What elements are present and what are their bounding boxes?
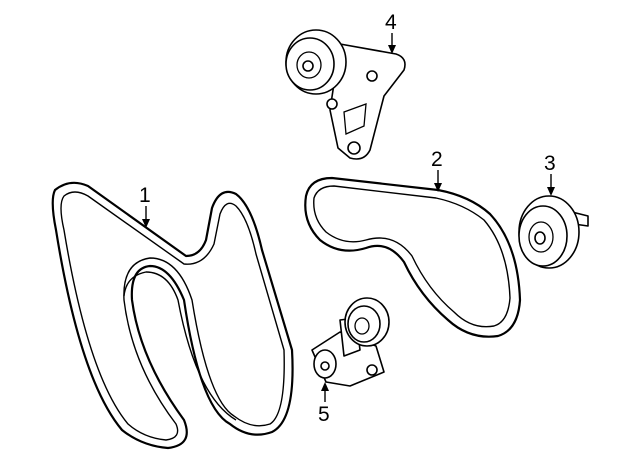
callout-5-label: 5 xyxy=(318,403,330,426)
callout-1-label: 1 xyxy=(139,184,151,207)
callout-3: 3 xyxy=(544,152,556,196)
part-1-serpentine-belt[interactable] xyxy=(51,181,294,450)
callout-2-label: 2 xyxy=(431,148,443,171)
callout-5: 5 xyxy=(318,382,330,426)
callout-4: 4 xyxy=(385,11,397,54)
part-3-idler-pulley[interactable] xyxy=(518,195,589,269)
callout-2: 2 xyxy=(431,148,443,192)
part-4-belt-tensioner[interactable] xyxy=(285,29,406,160)
part-5-tensioner-assembly[interactable] xyxy=(311,297,390,387)
callout-3-label: 3 xyxy=(544,152,556,175)
callout-1: 1 xyxy=(139,184,151,228)
callout-4-label: 4 xyxy=(385,11,397,34)
part-2-accessory-belt[interactable] xyxy=(304,176,522,338)
